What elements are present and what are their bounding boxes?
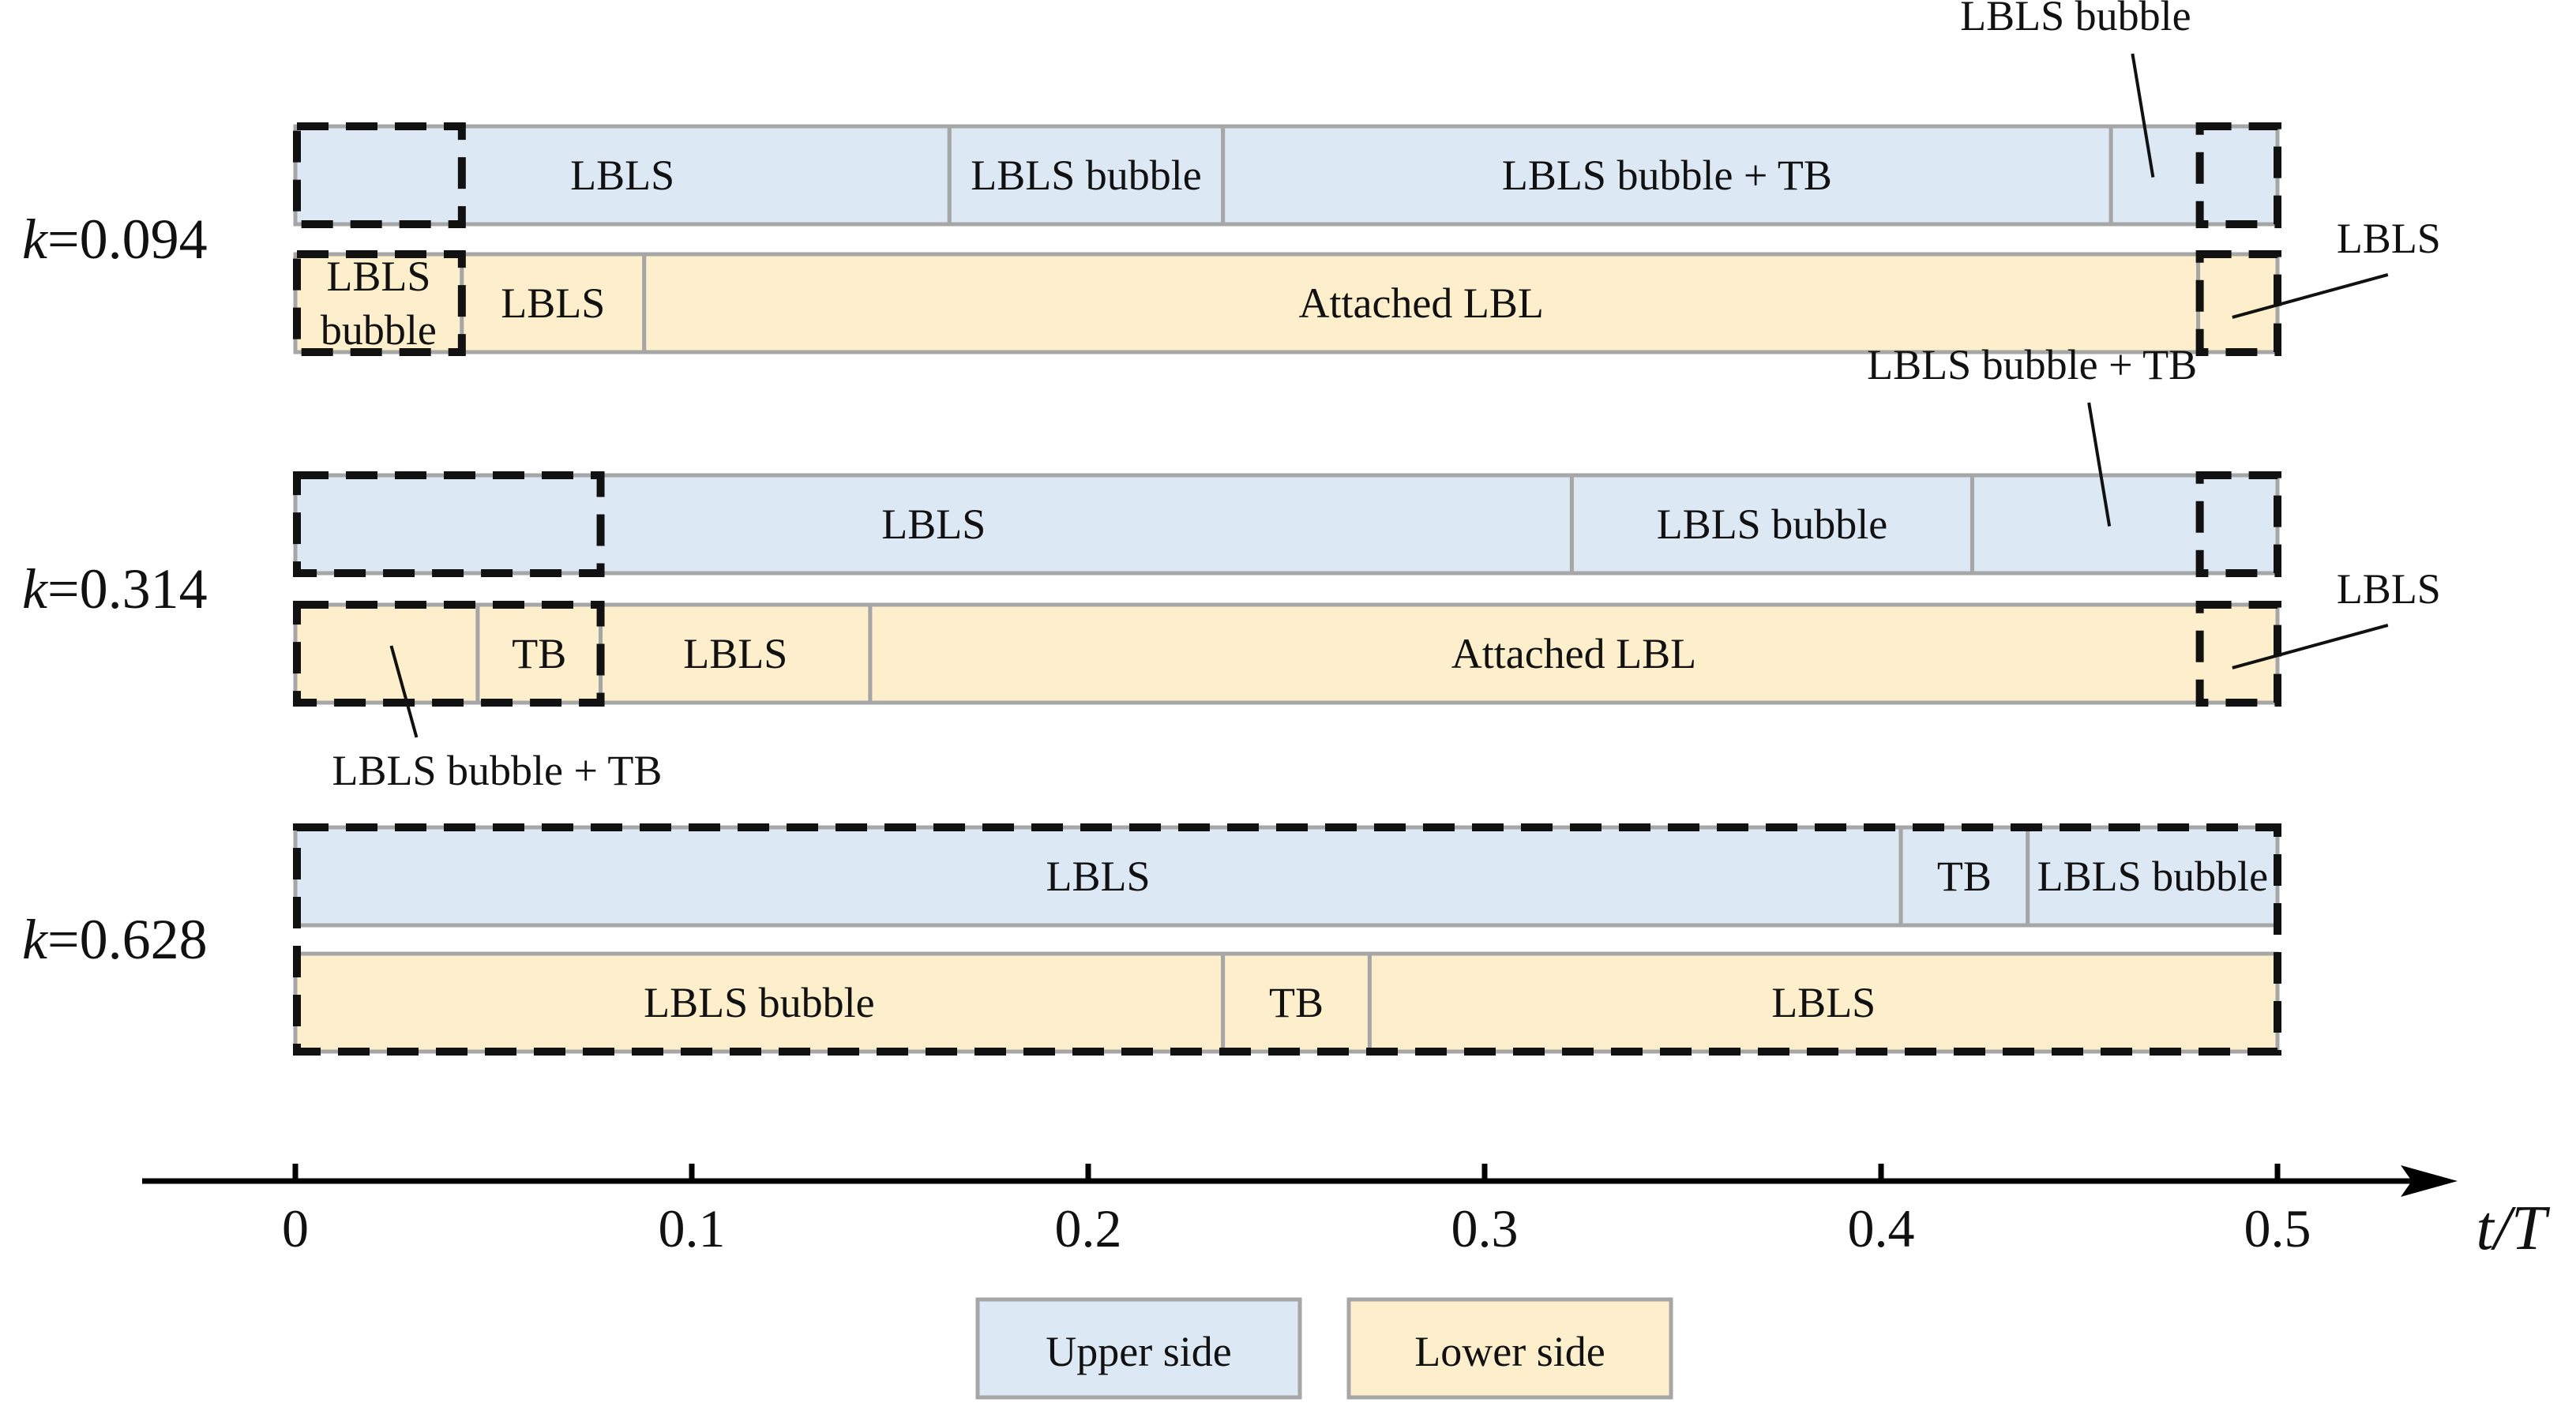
dashed-highlight-box bbox=[2195, 122, 2282, 228]
callout-label: LBLS bubble + TB bbox=[1867, 341, 2197, 388]
upper-segment-label: TB bbox=[1937, 853, 1992, 900]
axis-title: t/T bbox=[2476, 1194, 2551, 1263]
row-label-value: =0.314 bbox=[47, 557, 208, 621]
callout-leader-line bbox=[2131, 53, 2155, 178]
row-label: k=0.314 bbox=[22, 557, 208, 621]
upper-segment-label: LBLS bubble + TB bbox=[1502, 152, 1832, 199]
lower-segment bbox=[293, 602, 480, 705]
dashed-highlight-box bbox=[293, 601, 605, 707]
upper-segment-label: LBLS bbox=[570, 152, 674, 199]
lower-segment-label: LBLS bbox=[326, 253, 430, 300]
callout-label: LBLS bbox=[2337, 215, 2441, 262]
upper-segment-label: LBLS bubble bbox=[1657, 501, 1888, 548]
legend: Upper side Lower side bbox=[975, 1297, 1673, 1400]
upper-segment bbox=[1898, 825, 2030, 928]
legend-item-upper-side: Upper side bbox=[975, 1297, 1302, 1400]
upper-segment bbox=[2026, 825, 2280, 928]
row-label-value: =0.628 bbox=[47, 908, 208, 971]
row-label-value: =0.094 bbox=[47, 208, 208, 271]
row-label: k=0.094 bbox=[22, 208, 208, 271]
axis-tick-label: 0.2 bbox=[1055, 1198, 1122, 1258]
callout-label: LBLS bubble bbox=[1960, 0, 2191, 39]
upper-segment-label: LBLS bbox=[1046, 853, 1151, 900]
axis-arrowhead bbox=[2401, 1165, 2458, 1197]
lower-segment bbox=[1221, 951, 1372, 1054]
dashed-highlight-box bbox=[293, 122, 466, 228]
upper-segment-label: LBLS bbox=[881, 501, 986, 548]
dashed-highlight-box bbox=[2195, 601, 2282, 707]
row-label-variable: k bbox=[22, 208, 49, 271]
lower-segment bbox=[460, 252, 647, 354]
callout-label: LBLS bbox=[2337, 565, 2441, 613]
lower-segment-label: TB bbox=[1269, 979, 1324, 1026]
lower-segment-label: TB bbox=[512, 630, 566, 677]
upper-segment bbox=[947, 124, 1226, 227]
axis-tick-label: 0 bbox=[282, 1198, 309, 1258]
lower-segment bbox=[1367, 951, 2280, 1054]
axis-tick-label: 0.3 bbox=[1451, 1198, 1519, 1258]
lower-segment-label: LBLS bbox=[1771, 979, 1876, 1026]
upper-segment bbox=[1221, 124, 2113, 227]
upper-segment-label: LBLS bubble bbox=[2037, 853, 2269, 900]
callout-leader-line bbox=[2232, 272, 2389, 319]
dashed-highlight-box bbox=[2195, 250, 2282, 356]
callout-leader-line bbox=[389, 645, 419, 738]
lower-segment-label: LBLS bbox=[501, 279, 605, 327]
dashed-highlight-box bbox=[293, 250, 466, 356]
upper-segment bbox=[2108, 124, 2280, 227]
lower-segment bbox=[599, 602, 873, 705]
upper-segment bbox=[1970, 473, 2280, 576]
axis-tick-label: 0.4 bbox=[1848, 1198, 1915, 1258]
legend-label: Upper side bbox=[1046, 1328, 1231, 1375]
callout-leader-line bbox=[2232, 623, 2389, 669]
axis-tick-label: 0.5 bbox=[2244, 1198, 2311, 1258]
time-axis: 0 0.1 0.2 0.3 0.4 0.5 t/T bbox=[142, 1164, 2551, 1263]
lower-segment-label: Attached LBL bbox=[1451, 630, 1696, 677]
legend-swatch bbox=[1346, 1297, 1673, 1400]
legend-item-lower-side: Lower side bbox=[1346, 1297, 1673, 1400]
row-label: k=0.628 bbox=[22, 908, 208, 971]
row-label-variable: k bbox=[22, 908, 49, 971]
legend-label: Lower side bbox=[1414, 1328, 1605, 1375]
upper-segment-label: LBLS bubble bbox=[971, 152, 1202, 199]
callout-label: LBLS bubble + TB bbox=[332, 747, 662, 794]
upper-segment bbox=[293, 124, 952, 227]
lower-segment-label: LBLS bbox=[683, 630, 787, 677]
dashed-highlight-box bbox=[293, 823, 2281, 1056]
lower-segment-label: LBLS bubble bbox=[644, 979, 875, 1026]
axis-tick-label: 0.1 bbox=[659, 1198, 726, 1258]
lower-segment-label: Attached LBL bbox=[1298, 279, 1543, 327]
lower-segment bbox=[642, 252, 2201, 354]
dashed-highlight-box bbox=[2195, 471, 2282, 577]
callout-leader-line bbox=[2087, 402, 2112, 527]
upper-segment bbox=[1569, 473, 1974, 576]
row-label-variable: k bbox=[22, 557, 49, 621]
lower-segment bbox=[475, 602, 603, 705]
legend-swatch bbox=[975, 1297, 1302, 1400]
lower-segment-label: bubble bbox=[321, 306, 437, 354]
dashed-highlight-box bbox=[293, 471, 605, 577]
lower-segment bbox=[2196, 252, 2280, 354]
